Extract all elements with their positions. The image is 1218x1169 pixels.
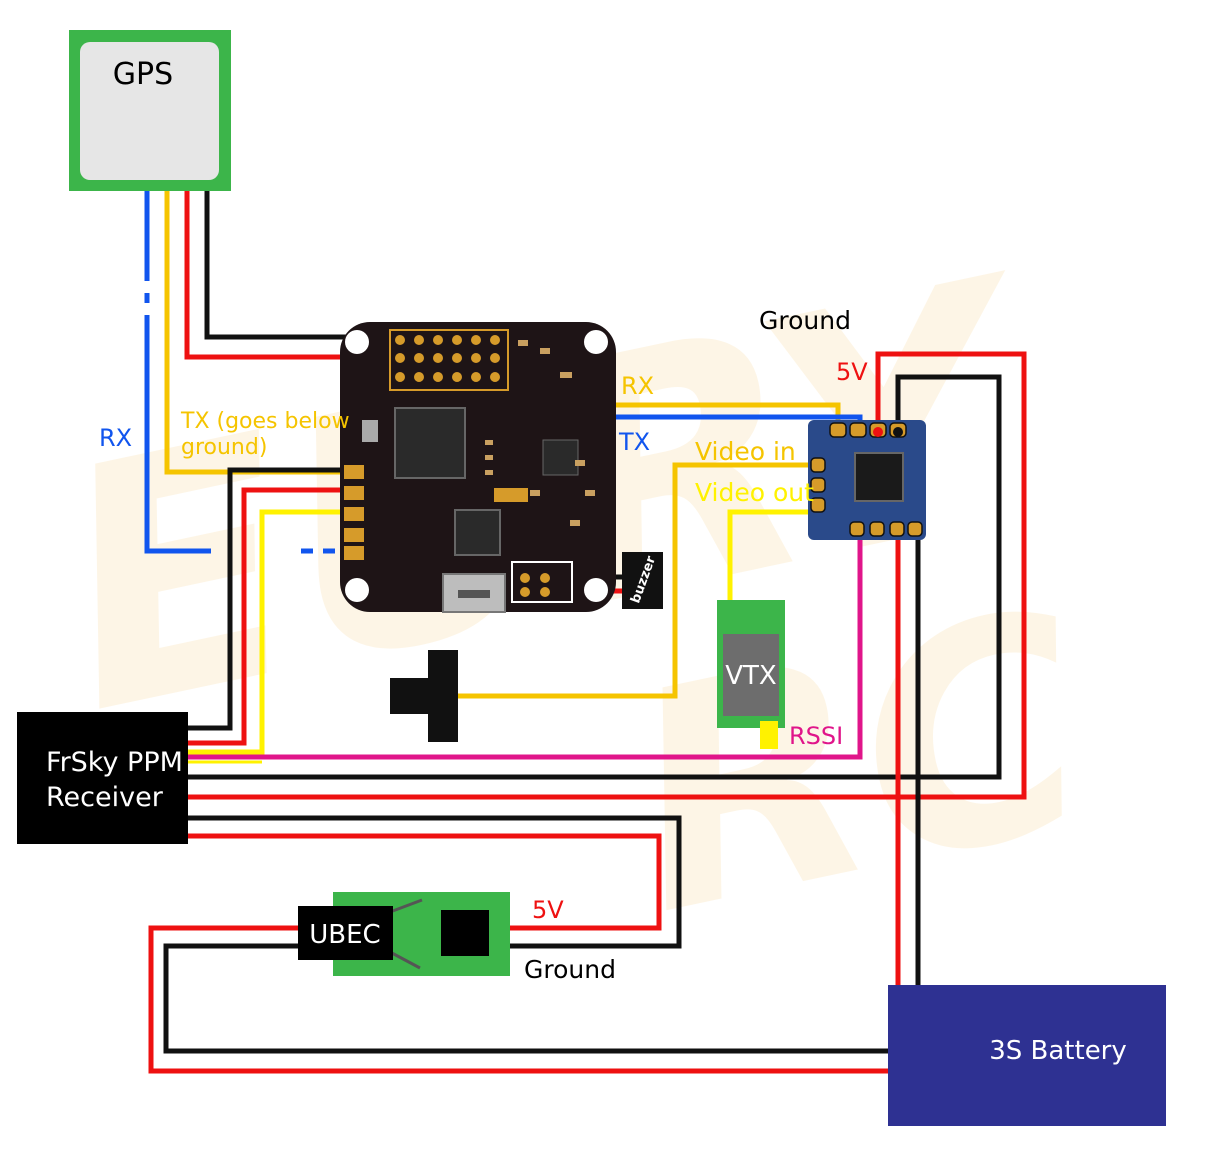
gps-rx-label: RX <box>99 424 132 452</box>
gps-tx-label-line1: TX (goes below <box>180 409 350 434</box>
flight-controller <box>340 322 616 613</box>
receiver-label-line2: Receiver <box>46 782 164 813</box>
buzzer: buzzer <box>622 552 663 609</box>
ground-ubec-label: Ground <box>524 955 616 984</box>
osd-5v-wire <box>188 351 1027 800</box>
gps-tx-label-line2: ground) <box>181 435 267 460</box>
camera <box>390 650 458 742</box>
ubec-5v-wire <box>188 833 662 931</box>
rx-fc-signal-wire <box>188 509 356 755</box>
rx-fc-5v-wire <box>188 487 356 746</box>
video-in-wire <box>456 462 818 699</box>
five-v-ubec-label: 5V <box>532 896 564 924</box>
wires <box>144 191 1027 1074</box>
vtx-label: VTX <box>725 661 776 691</box>
frsky-receiver: FrSky PPM Receiver <box>17 712 188 844</box>
gps-ground-wire <box>204 191 394 340</box>
wire-labels: RX TX (goes below ground) RX TX Ground 5… <box>99 306 868 984</box>
gps-rx-wire <box>144 191 356 554</box>
battery: 3S Battery <box>888 985 1166 1126</box>
rssi-label: RSSI <box>789 722 843 750</box>
video-out-wire <box>727 509 818 602</box>
vtx-module: VTX <box>717 600 785 749</box>
five-v-top-label: 5V <box>836 358 868 386</box>
ubec-battery-black-wire <box>163 943 888 1054</box>
osd-ground-wire <box>188 374 1002 780</box>
gps-5v-wire <box>184 191 394 360</box>
osd-board <box>808 420 926 540</box>
video-out-label: Video out <box>695 478 814 507</box>
ubec-battery-red-wire <box>148 925 888 1074</box>
gps-label: GPS <box>113 57 173 92</box>
video-in-label: Video in <box>695 437 796 466</box>
osd-tx-label: TX <box>618 428 650 456</box>
rx-fc-ground-wire <box>188 467 356 731</box>
gps-module: GPS <box>69 30 231 191</box>
ubec-module: UBEC <box>298 892 510 976</box>
osd-rx-label: RX <box>621 372 654 400</box>
receiver-label-line1: FrSky PPM <box>46 747 183 778</box>
ubec-label: UBEC <box>309 920 380 950</box>
ubec-ground-wire <box>188 815 682 949</box>
ground-top-label: Ground <box>759 306 851 335</box>
rssi-wire <box>188 525 863 760</box>
battery-label: 3S Battery <box>989 1036 1127 1066</box>
